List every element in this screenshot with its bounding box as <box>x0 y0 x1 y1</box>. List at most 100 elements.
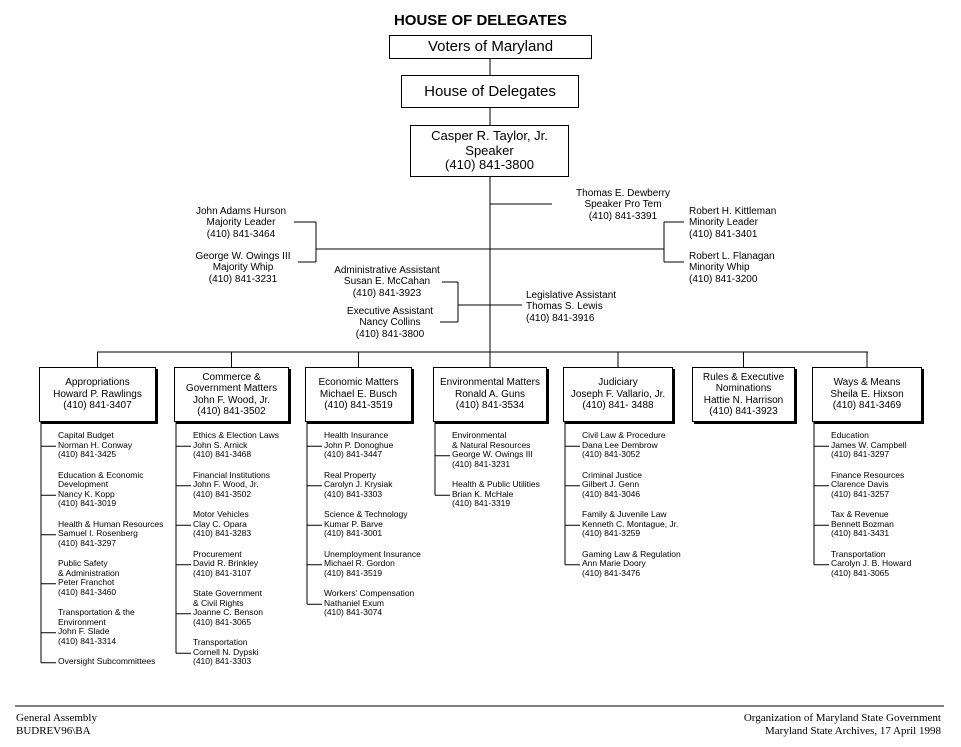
speaker-box: Casper R. Taylor, Jr. Speaker (410) 841-… <box>410 125 569 177</box>
subcommittee-line: Education <box>831 430 869 440</box>
subcommittee-line: (410) 841-3283 <box>193 528 252 539</box>
subcommittee-line: Environmental <box>452 430 507 440</box>
subcommittee-line: Unemployment Insurance <box>324 548 421 559</box>
subcommittee-line: Dana Lee Dembrow <box>582 439 658 450</box>
subcommittee-line: Tax & Revenue <box>831 509 889 519</box>
subcommittee-line: (410) 841-3502 <box>193 488 252 499</box>
committee-phone: (410) 841-3469 <box>832 400 902 412</box>
subcommittee-line: Kumar P. Barve <box>324 518 383 529</box>
subcommittee-line: Clay C. Opara <box>193 518 247 529</box>
committee-name: Environmental Matters <box>439 377 541 389</box>
subcommittee-line: (410) 841-3259 <box>582 528 641 539</box>
subcommittee-line: (410) 841-3519 <box>324 567 383 578</box>
subcommittee-line: Health Insurance <box>324 430 389 440</box>
footer-left-line-1: General Assembly <box>16 712 97 724</box>
subcommittee-line: John F. Wood, Jr. <box>193 479 259 490</box>
subcommittee-line: Transportation <box>193 637 248 647</box>
subcommittee-line: State Government <box>193 588 262 598</box>
footer-left: General Assembly BUDREV96\BA <box>16 712 97 738</box>
subcommittee-line: Gaming Law & Regulation <box>582 548 681 559</box>
subcommittee-line: Capital Budget <box>58 430 114 440</box>
subcommittee-line: (410) 841-3046 <box>582 488 641 499</box>
subcommittee-line: Gilbert J. Genn <box>582 479 640 490</box>
house-box: House of Delegates <box>401 75 579 108</box>
subcommittee-line: (410) 841-3107 <box>193 567 252 578</box>
majority-whip: George W. Owings III Majority Whip (410)… <box>195 251 291 285</box>
subcommittee-line: (410) 841-3019 <box>58 498 117 509</box>
subcommittee-line: Health & Human Resources <box>58 518 164 529</box>
subcommittee-line: (410) 841-3052 <box>582 449 641 460</box>
committee-phone: (410) 841-3534 <box>455 400 525 412</box>
subcommittee-line: (410) 841-3001 <box>324 528 383 539</box>
footer-right-line-1: Organization of Maryland State Governmen… <box>743 712 941 724</box>
subcommittee-line: Michael R. Gordon <box>324 558 395 569</box>
subcommittee-line: Transportation <box>831 548 886 559</box>
subcommittee-line: John P. Donoghue <box>324 439 394 450</box>
committee-name: Economic Matters <box>318 377 399 389</box>
subcommittee-line: Workers' Compensation <box>324 588 415 598</box>
committee-name: Ways & Means <box>833 377 901 389</box>
subcommittee-line: Nathaniel Exum <box>324 597 385 608</box>
subcommittee-line: (410) 841-3425 <box>58 449 117 460</box>
committee-chair: Sheila E. Hixson <box>830 388 904 400</box>
subcommittee-line: (410) 841-3065 <box>831 567 890 578</box>
committee-phone: (410) 841-3519 <box>324 400 393 412</box>
subcommittee-line: (410) 841-3476 <box>582 567 641 578</box>
committee-chair: Ronald A. Guns <box>454 388 526 400</box>
subcommittee-line: (410) 841-3447 <box>324 449 383 460</box>
subcommittee-line: (410) 841-3074 <box>324 607 383 618</box>
subcommittee-line: (410) 841-3297 <box>831 449 890 460</box>
subcommittee-line: Carolyn J. Krysiak <box>324 479 393 490</box>
majority-leader: John Adams Hurson Majority Leader (410) … <box>195 206 287 240</box>
subcommittee-line: Education & Economic <box>58 469 144 480</box>
subcommittee-line: (410) 841-3468 <box>193 449 252 460</box>
subcommittee-line: Joanne C. Benson <box>193 607 263 618</box>
subcommittee-line: Samuel I. Rosenberg <box>58 528 138 539</box>
subcommittee-line: Public Safety <box>58 558 108 568</box>
footer-right-line-2: Maryland State Archives, 17 April 1998 <box>765 725 941 738</box>
subcommittee-line: (410) 841-3303 <box>193 656 252 667</box>
subcommittee-line: James W. Campbell <box>831 439 907 450</box>
voters-box: Voters of Maryland <box>389 35 592 59</box>
subcommittee-line: Family & Juvenile Law <box>582 509 667 519</box>
subcommittee-line: (410) 841-3314 <box>58 635 117 646</box>
committee-name: Government Matters <box>185 383 278 394</box>
page-title: HOUSE OF DELEGATES <box>393 12 568 29</box>
committee-name: Commerce & <box>202 371 261 383</box>
subcommittee-line: Cornell N. Dypski <box>193 646 259 657</box>
subcommittee-line: Bennett Bozman <box>831 518 894 529</box>
subcommittee-line: Procurement <box>193 548 242 559</box>
minority-whip: Robert L. Flanagan Minority Whip (410) 8… <box>689 251 775 285</box>
committee-name: Rules & Executive <box>702 371 785 383</box>
subcommittee-line: (410) 841-3303 <box>324 488 383 499</box>
house-label: House of Delegates <box>424 82 556 100</box>
subcommittee-line: Science & Technology <box>324 509 408 519</box>
subcommittee-line: Nancy K. Kopp <box>58 488 115 499</box>
subcommittee-line: Motor Vehicles <box>193 509 249 519</box>
subcommittee-line: Brian K. McHale <box>452 488 514 499</box>
